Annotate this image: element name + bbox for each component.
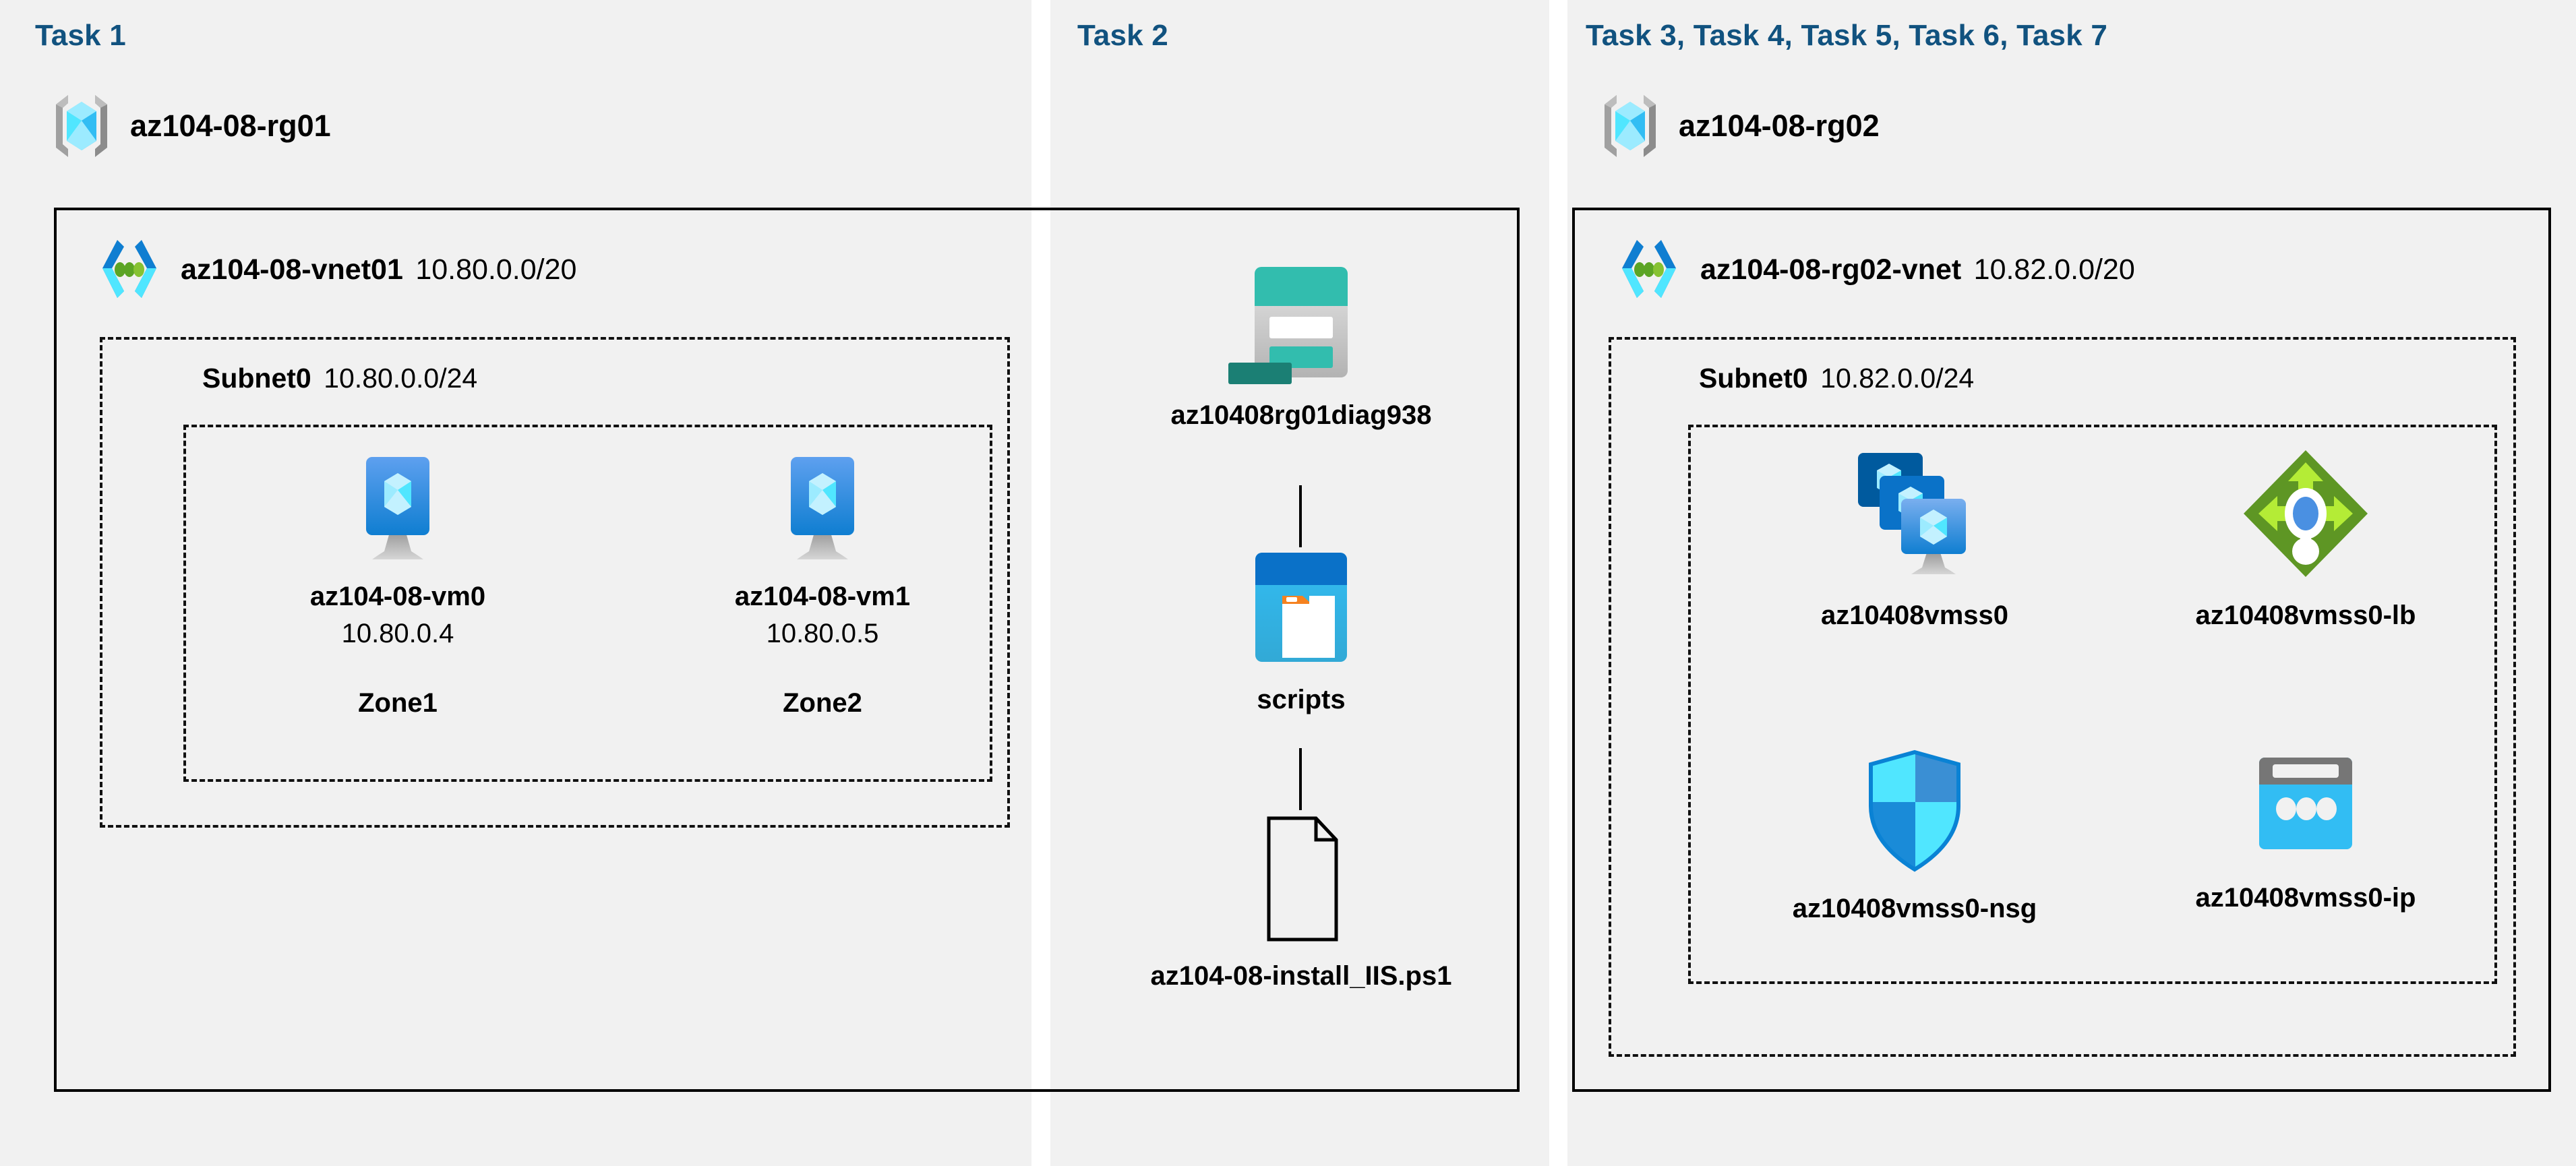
subnet0-header: Subnet0 10.80.0.0/24 [202,363,477,394]
vnet01-header[interactable]: az104-08-vnet01 10.80.0.0/20 [94,237,576,302]
subnet0-cidr: 10.80.0.0/24 [324,363,478,394]
task1-title: Task 1 [35,19,126,52]
rg02-subnet0-cidr: 10.82.0.0/24 [1820,363,1975,394]
vmss-name: az10408vmss0 [1820,601,2009,630]
resource-group-icon [1599,91,1661,161]
rg02-vnet-name-block: az104-08-rg02-vnet 10.82.0.0/20 [1700,253,2135,286]
task3-panel [1567,0,2576,1166]
vnet01-cidr: 10.80.0.0/20 [415,253,577,286]
vm0-ip: 10.80.0.4 [341,619,454,648]
blob-container-icon [1238,547,1365,667]
vm0-zone: Zone1 [358,688,438,718]
resource-group-rg01[interactable]: az104-08-rg01 [51,91,331,161]
file-name: az104-08-install_IIS.ps1 [1150,961,1452,991]
virtual-machine-icon [772,453,873,564]
nsg-name: az10408vmss0-nsg [1792,894,2037,923]
vmss-az10408vmss0[interactable]: az10408vmss0 [1746,445,2083,631]
vm-az104-08-vm1[interactable]: az104-08-vm1 10.80.0.5 Zone2 [694,453,951,718]
rg02-subnet0-boundary [1609,337,2516,1057]
virtual-network-icon [1614,237,1684,302]
resource-group-label: az104-08-rg01 [130,109,331,143]
blob-container-scripts[interactable]: scripts [1166,547,1436,715]
vm1-name: az104-08-vm1 [734,582,911,611]
subnet0-name: Subnet0 [202,363,311,394]
public-ip-name: az10408vmss0-ip [2195,883,2416,913]
task2-title: Task 2 [1077,19,1168,52]
vnet01-name: az104-08-vnet01 [181,253,403,286]
rg02-vnet-name: az104-08-rg02-vnet [1700,253,1962,286]
resource-group-rg02[interactable]: az104-08-rg02 [1599,91,1880,161]
resource-group-label: az104-08-rg02 [1679,109,1880,143]
rg02-vnet-boundary [1572,208,2551,1092]
file-az104-08-install-iis-ps1[interactable]: az104-08-install_IIS.ps1 [1119,814,1483,991]
nsg-az10408vmss0-nsg[interactable]: az10408vmss0-nsg [1746,748,2083,924]
storage-account-az10408rg01diag938[interactable]: az10408rg01diag938 [1166,262,1436,431]
virtual-machine-icon [347,453,448,564]
load-balancer-name: az10408vmss0-lb [2195,601,2416,630]
subnet0-boundary [100,337,1010,828]
storage-bar-dark [1228,363,1292,384]
load-balancer-icon [2238,445,2373,583]
storage-account-name: az10408rg01diag938 [1170,400,1432,430]
vnet01-boundary [54,208,1520,1092]
storage-account-icon [1238,262,1364,383]
vm-group-boundary [183,425,992,782]
vm1-zone: Zone2 [783,688,862,718]
public-ip-address-icon [2248,754,2363,865]
network-security-group-icon [1864,748,1965,876]
load-balancer-az10408vmss0-lb[interactable]: az10408vmss0-lb [2137,445,2474,631]
rg02-vnet-cidr: 10.82.0.0/20 [1973,253,2135,286]
vm-scale-set-icon [1847,445,1982,583]
connector-storage-to-scripts [1299,485,1302,547]
vm1-ip: 10.80.0.5 [766,619,879,648]
public-ip-az10408vmss0-ip[interactable]: az10408vmss0-ip [2137,754,2474,913]
file-icon [1257,814,1346,944]
vnet01-name-block: az104-08-vnet01 10.80.0.0/20 [181,253,576,286]
vm-az104-08-vm0[interactable]: az104-08-vm0 10.80.0.4 Zone1 [270,453,526,718]
vm0-name: az104-08-vm0 [309,582,486,611]
rg02-vnet-header[interactable]: az104-08-rg02-vnet 10.82.0.0/20 [1614,237,2135,302]
task1-panel [0,0,1031,1166]
connector-scripts-to-file [1299,748,1302,810]
rg02-subnet0-name: Subnet0 [1699,363,1808,394]
rg02-subnet0-header: Subnet0 10.82.0.0/24 [1699,363,1974,394]
rg02-resource-group-boundary [1688,425,2497,984]
resource-group-icon [51,91,113,161]
task3-title: Task 3, Task 4, Task 5, Task 6, Task 7 [1586,19,2107,52]
virtual-network-icon [94,237,164,302]
blob-container-name: scripts [1257,685,1346,714]
